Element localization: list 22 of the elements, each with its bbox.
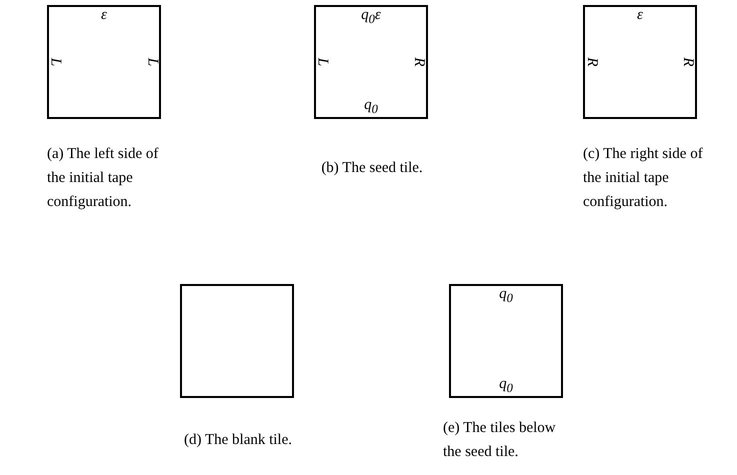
- tile-square: [583, 5, 697, 119]
- tile-square: [47, 5, 161, 119]
- subfigure-caption: (b) The seed tile.: [320, 159, 424, 178]
- tile-label: q$_{0}$ε: [361, 8, 381, 26]
- subfigure-caption: (d) The blank tile.: [182, 431, 294, 450]
- tile-label: R: [410, 57, 426, 67]
- tile-square: [180, 284, 294, 398]
- tile-label: q$_{0}$: [499, 287, 513, 304]
- tile-label: R: [680, 57, 695, 67]
- tile-square: [449, 284, 563, 398]
- tile-label: L: [48, 58, 63, 66]
- tile-label: R: [584, 57, 600, 67]
- tile-label: L: [314, 58, 330, 66]
- tile-square: [314, 5, 428, 119]
- tile-label: q$_{0}$: [364, 98, 378, 115]
- subfigure-caption: (a) The left side of the initial tape configuration.: [47, 145, 160, 212]
- tile-label: q$_{0}$: [499, 376, 513, 394]
- subfigure-caption: (e) The tiles below the seed tile.: [443, 419, 557, 462]
- tile-label: ε: [637, 8, 643, 23]
- tile-label: L: [144, 58, 160, 66]
- tile-label: ε: [101, 8, 107, 23]
- subfigure-caption: (c) The right side of the initial tape configuration.: [583, 145, 704, 212]
